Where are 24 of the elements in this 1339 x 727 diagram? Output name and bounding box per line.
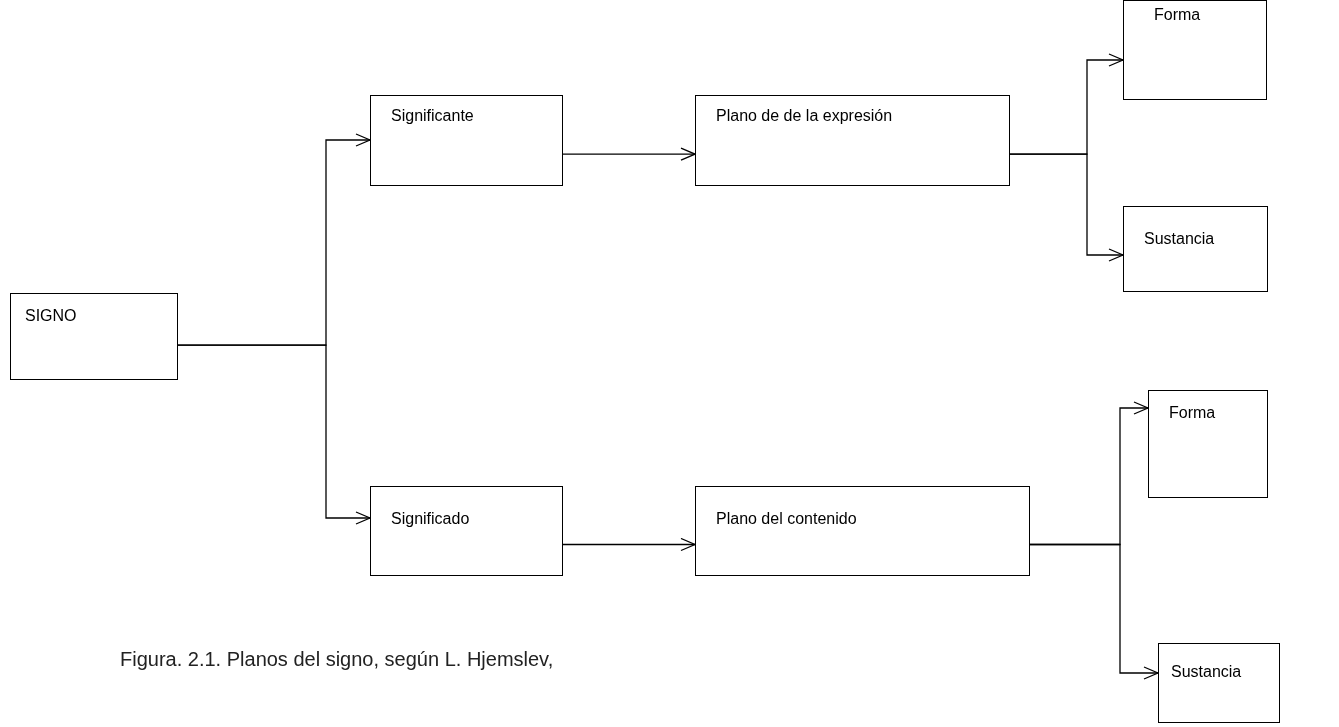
box-label: Significado <box>391 509 470 529</box>
box-label: Forma <box>1154 5 1201 25</box>
figure-caption: Figura. 2.1. Planos del signo, según L. Hjemslev, <box>120 647 554 672</box>
box-label: SIGNO <box>25 306 77 326</box>
concept-box <box>10 293 178 380</box>
box-label: Plano de de la expresión <box>716 106 893 126</box>
box-label: Significante <box>391 106 474 126</box>
arrow <box>177 344 371 525</box>
box-label: Forma <box>1169 403 1216 423</box>
concept-box <box>695 486 1030 576</box>
box-label: Plano del contenido <box>716 509 857 529</box>
arrow <box>562 537 696 552</box>
arrow <box>1009 153 1124 262</box>
concept-box <box>1148 390 1268 498</box>
concept-box <box>370 95 563 186</box>
arrow <box>562 147 696 161</box>
arrow <box>1029 543 1159 680</box>
concept-box <box>1123 206 1268 292</box>
box-label: Sustancia <box>1144 229 1215 249</box>
concept-box <box>1158 643 1280 723</box>
concept-box <box>370 486 563 576</box>
concept-box <box>1123 0 1267 100</box>
concept-box <box>695 95 1010 186</box>
box-label: Sustancia <box>1171 662 1242 682</box>
